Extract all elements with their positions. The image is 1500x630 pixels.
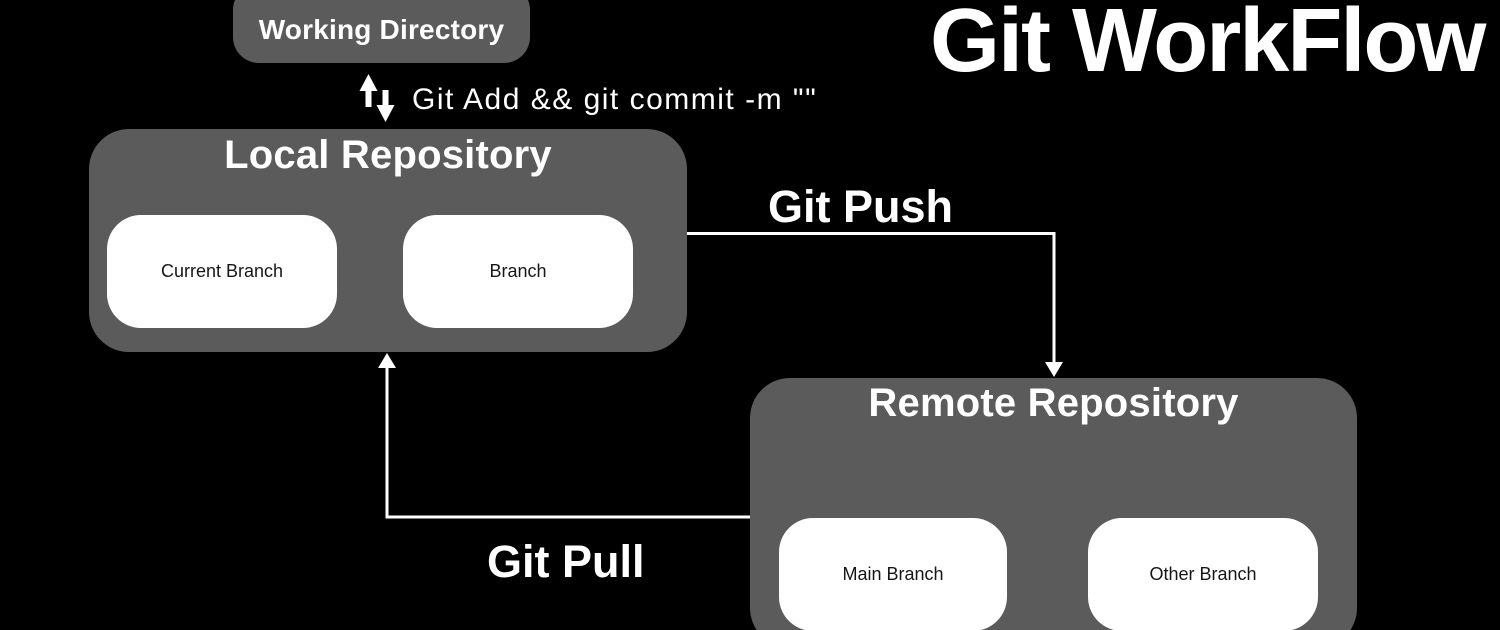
down-arrow-icon — [376, 90, 395, 122]
up-arrow-icon — [359, 74, 378, 107]
add-commit-label: Git Add && git commit -m "" — [412, 83, 818, 116]
other-branch-label: Other Branch — [1149, 564, 1257, 584]
local-repository-node: Local Repository Current Branch Branch — [89, 129, 687, 352]
remote-repository-label: Remote Repository — [868, 381, 1239, 425]
pull-arrow — [378, 353, 750, 519]
local-repository-label: Local Repository — [224, 133, 552, 177]
working-directory-label: Working Directory — [258, 13, 505, 45]
git-pull-label: Git Pull — [487, 536, 645, 587]
current-branch-node: Current Branch — [107, 215, 337, 328]
branch-node: Branch — [403, 215, 633, 328]
push-arrow — [687, 232, 1063, 377]
current-branch-label: Current Branch — [160, 261, 284, 281]
main-branch-label: Main Branch — [842, 564, 944, 584]
branch-label: Branch — [489, 261, 547, 281]
other-branch-node: Other Branch — [1088, 518, 1318, 630]
working-directory-node: Working Directory — [233, 0, 530, 63]
main-branch-node: Main Branch — [779, 518, 1007, 630]
git-push-label: Git Push — [768, 181, 954, 232]
remote-repository-node: Remote Repository Main Branch Other Bran… — [750, 378, 1357, 630]
page-title: Git WorkFlow — [930, 0, 1486, 91]
